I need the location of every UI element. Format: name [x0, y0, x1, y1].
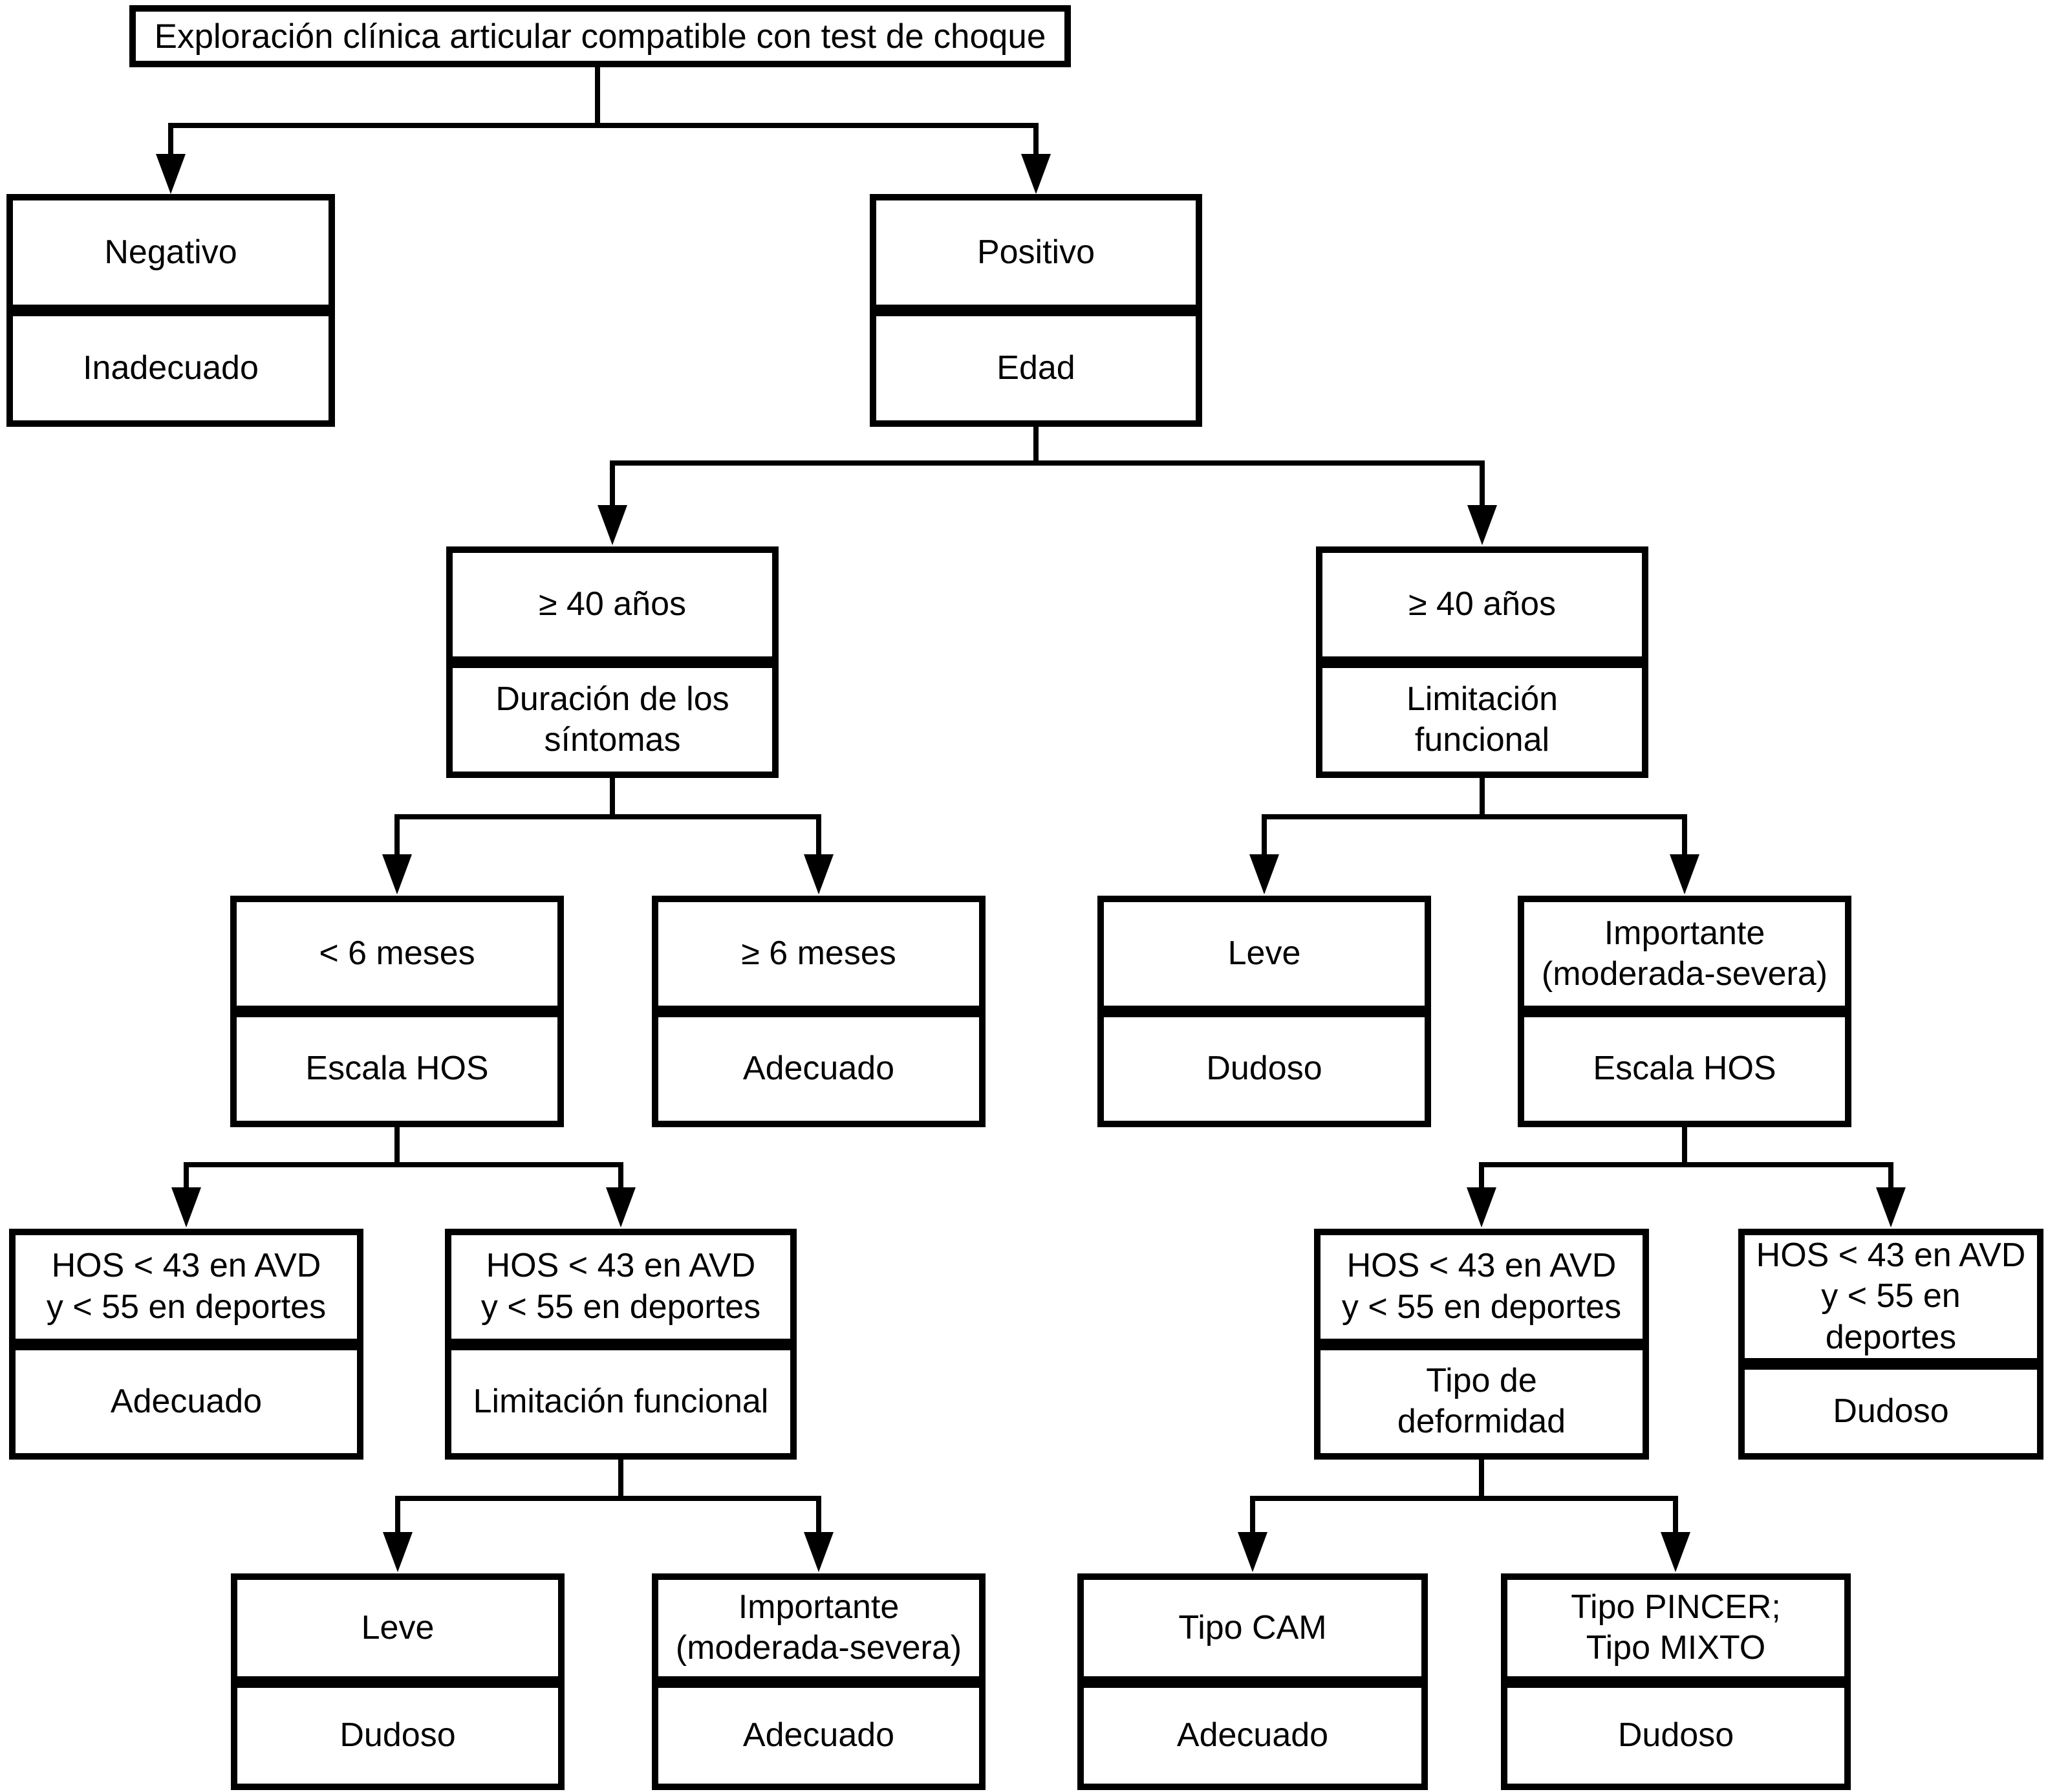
connector-line [394, 819, 400, 857]
connector-line [184, 1162, 623, 1167]
node-hos-adecuado-condition: HOS < 43 en AVD y < 55 en deportes [16, 1235, 357, 1344]
connector-line [618, 1167, 623, 1193]
node-importante-limitacion: Importante (moderada-severa) Escala HOS [1518, 896, 1851, 1127]
node-edad-duracion-condition: ≥ 40 años [453, 553, 772, 662]
connector-line [1250, 1496, 1678, 1501]
connector-line [610, 460, 1485, 466]
down-arrowhead-icon [804, 1532, 834, 1572]
node-edad-limitacion: ≥ 40 años Limitación funcional [1316, 546, 1648, 778]
node-negativo-result: Inadecuado [13, 310, 329, 420]
connector-line [1888, 1167, 1893, 1193]
down-arrowhead-icon [1021, 154, 1051, 194]
connector-line [1262, 814, 1687, 819]
connector-line [1479, 1162, 1893, 1167]
node-mas-6-meses: ≥ 6 meses Adecuado [652, 896, 986, 1127]
node-tipo-pincer-result: Dudoso [1507, 1681, 1844, 1784]
node-positivo-condition: Positivo [876, 200, 1196, 310]
node-leve-limitacion: Leve Dudoso [1097, 896, 1431, 1127]
connector-line [1033, 128, 1039, 157]
connector-line [816, 1501, 821, 1536]
down-arrowhead-icon [1670, 854, 1699, 894]
node-negativo-condition: Negativo [13, 200, 329, 310]
node-hos-limitacion-condition: HOS < 43 en AVD y < 55 en deportes [451, 1235, 790, 1344]
down-arrowhead-icon [606, 1187, 636, 1227]
connector-line [1479, 1167, 1484, 1193]
connector-line [394, 814, 821, 819]
down-arrowhead-icon [171, 1187, 201, 1227]
node-hos-dudoso-condition: HOS < 43 en AVD y < 55 en deportes [1745, 1235, 2037, 1365]
node-mas-6-meses-condition: ≥ 6 meses [658, 902, 979, 1011]
node-hos-deformidad-condition: HOS < 43 en AVD y < 55 en deportes [1320, 1235, 1643, 1344]
node-edad-duracion: ≥ 40 años Duración de los síntomas [446, 546, 779, 778]
connector-line [1480, 466, 1485, 508]
down-arrowhead-icon [382, 854, 412, 894]
connector-line [1480, 775, 1485, 819]
node-mas-6-meses-result: Adecuado [658, 1011, 979, 1121]
node-tipo-pincer: Tipo PINCER; Tipo MIXTO Dudoso [1501, 1573, 1851, 1790]
connector-line [1682, 1125, 1687, 1167]
node-edad-limitacion-condition: ≥ 40 años [1322, 553, 1642, 662]
node-edad-limitacion-result: Limitación funcional [1322, 662, 1642, 772]
connector-line [395, 1496, 821, 1501]
connector-line [618, 1457, 623, 1501]
node-tipo-cam: Tipo CAM Adecuado [1077, 1573, 1428, 1790]
node-leve-limitacion-result: Dudoso [1104, 1011, 1425, 1121]
node-importante-final-result: Adecuado [658, 1681, 979, 1784]
node-hos-limitacion-result: Limitación funcional [451, 1344, 790, 1454]
root-node: Exploración clínica articular compatible… [129, 5, 1071, 67]
connector-line [1250, 1501, 1255, 1536]
node-hos-limitacion: HOS < 43 en AVD y < 55 en deportes Limit… [445, 1229, 797, 1460]
connector-line [610, 466, 615, 508]
node-tipo-cam-condition: Tipo CAM [1084, 1580, 1421, 1682]
node-menos-6-meses-result: Escala HOS [237, 1011, 557, 1121]
node-tipo-cam-result: Adecuado [1084, 1681, 1421, 1784]
down-arrowhead-icon [156, 154, 186, 194]
connector-line [1033, 424, 1039, 466]
down-arrowhead-icon [1238, 1532, 1267, 1572]
root-node-label: Exploración clínica articular compatible… [154, 17, 1046, 56]
connector-line [595, 65, 600, 128]
down-arrowhead-icon [804, 854, 834, 894]
connector-line [1673, 1501, 1678, 1536]
node-hos-deformidad-result: Tipo de deformidad [1320, 1344, 1643, 1454]
connector-line [816, 819, 821, 857]
down-arrowhead-icon [383, 1532, 413, 1572]
connector-line [394, 1125, 400, 1167]
node-leve-limitacion-condition: Leve [1104, 902, 1425, 1011]
down-arrowhead-icon [1467, 505, 1497, 545]
node-hos-deformidad: HOS < 43 en AVD y < 55 en deportes Tipo … [1314, 1229, 1649, 1460]
node-importante-limitacion-result: Escala HOS [1524, 1011, 1845, 1121]
connector-line [1682, 819, 1687, 857]
node-positivo: Positivo Edad [870, 194, 1202, 427]
down-arrowhead-icon [1661, 1532, 1690, 1572]
node-leve-final: Leve Dudoso [231, 1573, 565, 1790]
down-arrowhead-icon [1876, 1187, 1906, 1227]
down-arrowhead-icon [1467, 1187, 1496, 1227]
node-hos-adecuado-result: Adecuado [16, 1344, 357, 1454]
node-leve-final-condition: Leve [237, 1580, 558, 1682]
node-importante-final-condition: Importante (moderada-severa) [658, 1580, 979, 1682]
node-menos-6-meses-condition: < 6 meses [237, 902, 557, 1011]
node-importante-limitacion-condition: Importante (moderada-severa) [1524, 902, 1845, 1011]
node-negativo: Negativo Inadecuado [6, 194, 335, 427]
connector-line [610, 775, 615, 819]
connector-line [1262, 819, 1267, 857]
node-hos-dudoso-result: Dudoso [1745, 1364, 2037, 1453]
down-arrowhead-icon [598, 505, 627, 545]
node-menos-6-meses: < 6 meses Escala HOS [230, 896, 564, 1127]
node-tipo-pincer-condition: Tipo PINCER; Tipo MIXTO [1507, 1580, 1844, 1682]
connector-line [168, 123, 1039, 128]
node-edad-duracion-result: Duración de los síntomas [453, 662, 772, 772]
connector-line [395, 1501, 400, 1536]
node-positivo-result: Edad [876, 310, 1196, 420]
node-leve-final-result: Dudoso [237, 1681, 558, 1784]
connector-line [184, 1167, 189, 1193]
node-hos-adecuado: HOS < 43 en AVD y < 55 en deportes Adecu… [9, 1229, 363, 1460]
connector-line [1479, 1457, 1484, 1501]
node-importante-final: Importante (moderada-severa) Adecuado [652, 1573, 986, 1790]
down-arrowhead-icon [1249, 854, 1279, 894]
node-hos-dudoso: HOS < 43 en AVD y < 55 en deportes Dudos… [1738, 1229, 2043, 1460]
connector-line [168, 128, 173, 157]
